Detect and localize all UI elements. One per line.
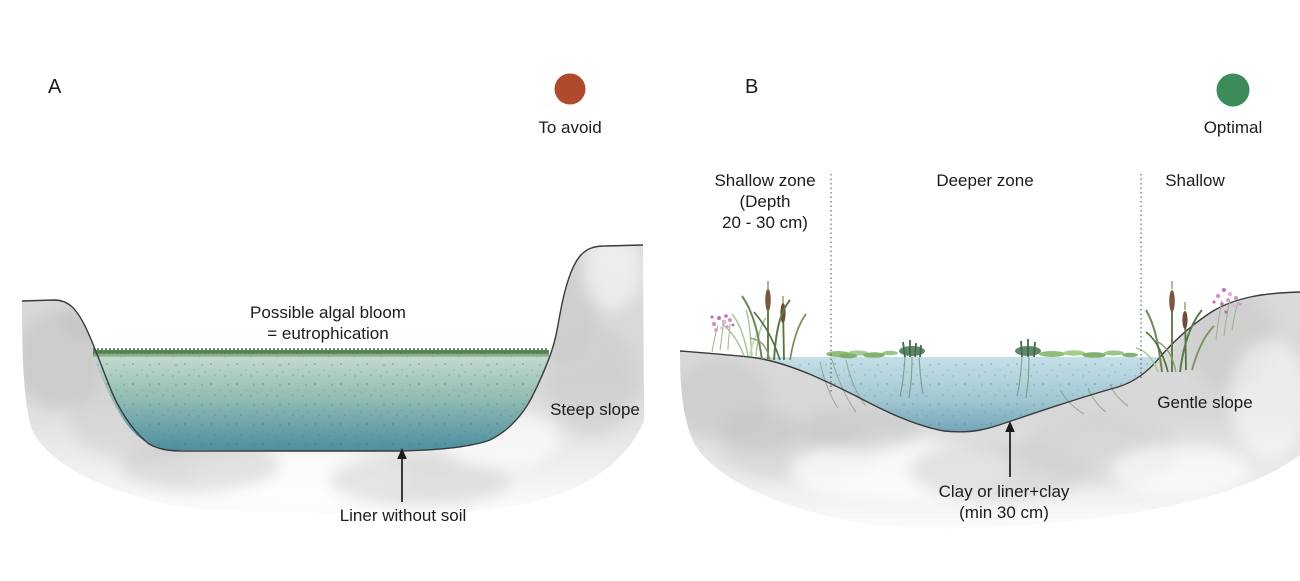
submerged-plants: [819, 359, 1129, 415]
optimal-label: Optimal: [1204, 118, 1263, 137]
cattails-right: [1135, 281, 1215, 373]
panel-b-label: B: [745, 76, 758, 98]
shallow-zone-left-label-line2: (Depth: [739, 192, 790, 211]
emergent-tuft-1: [899, 340, 925, 399]
gentle-slope-label: Gentle slope: [1157, 393, 1252, 412]
basin-outline-b: [679, 291, 1300, 433]
panel-a-label: A: [48, 76, 62, 98]
shallow-zone-right-label: Shallow: [1165, 171, 1225, 190]
algal-bloom-label-line2: = eutrophication: [267, 324, 388, 343]
legend-b: Optimal: [1204, 73, 1263, 137]
avoid-label: To avoid: [538, 118, 601, 137]
legend-a: To avoid: [538, 73, 602, 137]
emergent-tuft-2: [1015, 339, 1041, 399]
cattails-left: [741, 281, 807, 361]
basin-outline-a: [21, 244, 644, 452]
clay-label-line1: Clay or liner+clay: [939, 482, 1070, 501]
shallow-zone-left-label-line1: Shallow zone: [714, 171, 815, 190]
pink-flowers-right: [1212, 288, 1242, 341]
algal-bloom-layer: [93, 348, 549, 357]
algal-bloom-label-line1: Possible algal bloom: [250, 303, 406, 322]
liner-arrow: [397, 448, 407, 502]
lily-pads-right: [1039, 350, 1138, 358]
clay-label-line2: (min 30 cm): [959, 503, 1049, 522]
panel-b: B Shallow zone (Depth 20 - 30 cm) Deeper…: [679, 73, 1300, 529]
pond-water-speckles-b: [757, 357, 1160, 432]
panel-a: A Possible algal bloom = eutrophication …: [21, 73, 644, 525]
pink-flowers-left: [710, 314, 735, 353]
pond-water-speckles-a: [93, 356, 549, 451]
liner-label: Liner without soil: [340, 506, 467, 525]
clay-arrow: [1005, 421, 1015, 477]
ground-watercolor-texture-b: [680, 292, 1300, 500]
avoid-marker-dot: [554, 73, 586, 105]
steep-slope-label: Steep slope: [550, 400, 640, 419]
optimal-marker-dot: [1216, 73, 1250, 107]
lily-pads-left: [826, 350, 898, 359]
deeper-zone-label: Deeper zone: [936, 171, 1033, 190]
shallow-zone-left-label-line3: 20 - 30 cm): [722, 213, 808, 232]
